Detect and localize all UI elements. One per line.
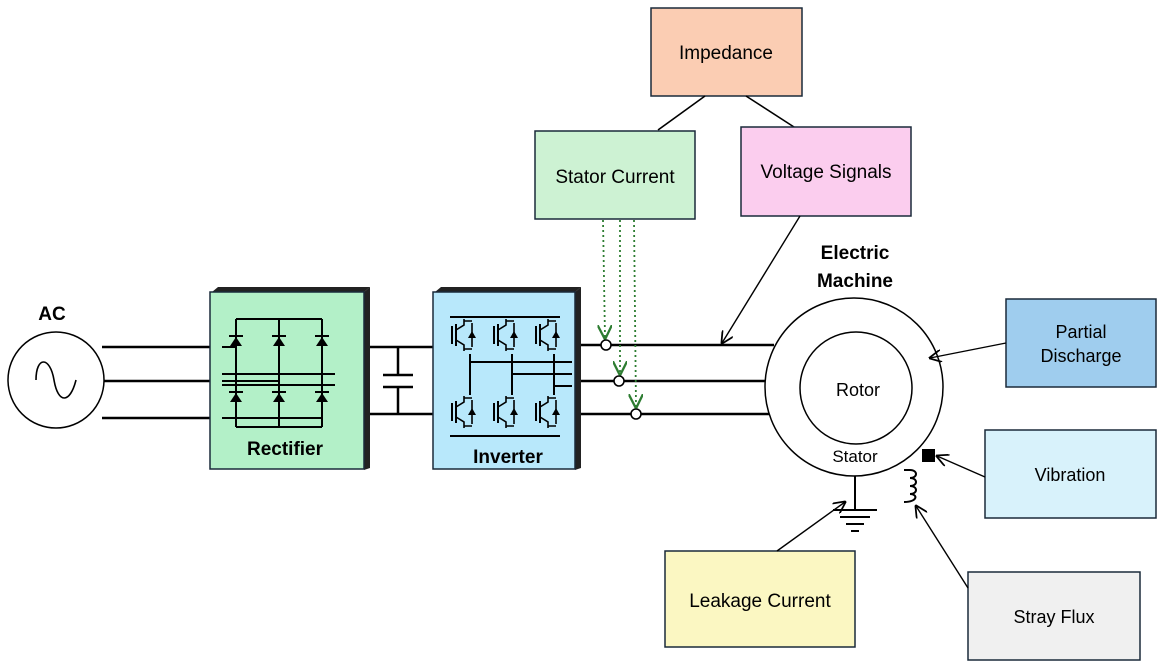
inverter-block: Inverter [432,287,581,470]
impedance-label: Impedance [679,43,773,64]
machine-title-line1: Electric [821,243,890,264]
vibration-sensor-icon [922,449,935,462]
stray-flux-box: Stray Flux [967,571,1141,661]
coil-icon [903,469,917,503]
stator-current-probe-lines [603,219,636,407]
current-probes [600,339,642,420]
current-probe-icon [630,408,642,420]
ground-icon [833,476,877,532]
sine-wave-icon [35,361,77,399]
stator-label: Stator [832,447,878,466]
voltage-arrow [722,215,801,343]
impedance-connectors [657,95,795,131]
stator-current-box: Stator Current [534,130,696,220]
partial-discharge-box: Partial Discharge [1005,298,1157,388]
ac-source: AC [7,304,105,429]
rotor-circle [799,331,913,445]
leakage-current-label: Leakage Current [689,591,831,612]
dc-link [370,345,434,416]
current-probe-icon [613,375,625,387]
ac-to-rectifier-lines [102,345,210,420]
stator-current-label: Stator Current [555,167,675,188]
inverter-label: Inverter [473,447,543,468]
rotor-label: Rotor [836,380,880,400]
electric-machine: Electric Machine Rotor Stator [764,243,944,532]
partial-discharge-arrow [930,342,1007,358]
stray-flux-arrow [916,506,969,589]
voltage-signals-box: Voltage Signals [740,126,912,217]
vibration-box: Vibration [984,429,1157,519]
stray-flux-label: Stray Flux [1013,607,1094,627]
voltage-signals-label: Voltage Signals [761,162,892,183]
impedance-box: Impedance [650,7,803,97]
rectifier-label: Rectifier [247,439,324,460]
partial-discharge-line1: Partial [1055,322,1106,342]
signal-arrows [722,215,1007,589]
partial-discharge-line2: Discharge [1040,346,1121,366]
rectifier-block: Rectifier [209,287,370,470]
ac-label: AC [38,304,66,325]
ac-source-circle [7,331,105,429]
inverter-to-machine-lines [581,343,774,416]
machine-title-line2: Machine [817,271,893,292]
vibration-label: Vibration [1035,465,1106,485]
vibration-arrow [937,456,986,478]
current-probe-icon [600,339,612,351]
leakage-current-arrow [776,502,845,552]
leakage-current-box: Leakage Current [664,550,856,648]
